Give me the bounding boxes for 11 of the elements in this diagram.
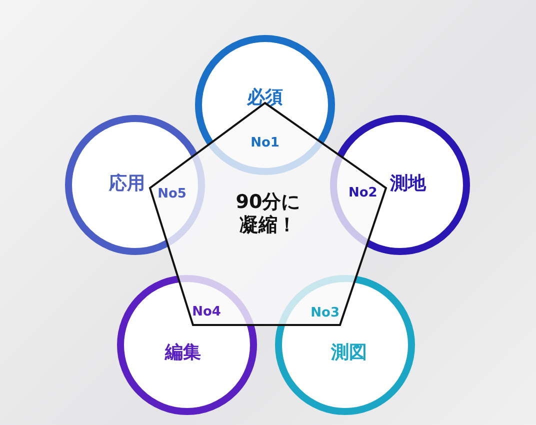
category-label: 応用 [109, 172, 146, 196]
center-text: 90分に凝縮！ [234, 191, 302, 237]
number-label: No5 [158, 186, 186, 202]
number-label: No3 [310, 305, 340, 320]
number-label: No4 [192, 304, 221, 320]
category-label: 編集 [164, 340, 201, 364]
number-label: No2 [348, 186, 378, 201]
number-label: No1 [250, 136, 280, 150]
category-label: 必須 [247, 86, 283, 109]
category-label: 測図 [331, 340, 368, 364]
category-label: 測地 [390, 172, 426, 196]
